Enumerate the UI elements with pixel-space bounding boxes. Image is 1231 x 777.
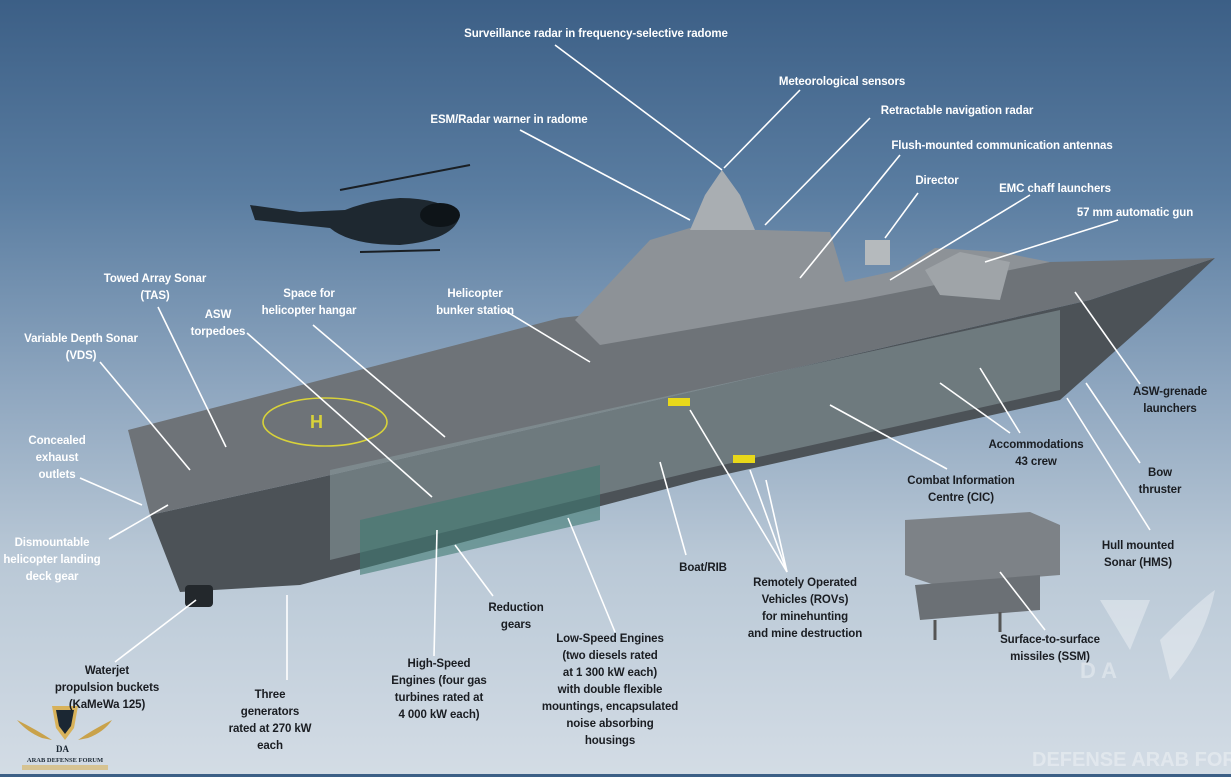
rov-1 [668, 398, 690, 406]
svg-text:D A: D A [1080, 658, 1117, 683]
leader-lines [79, 44, 1151, 680]
label-landing-gear: Dismountable helicopter landing deck gea… [3, 537, 101, 583]
label-generators: Three generators rated at 270 kW each [228, 689, 312, 752]
label-meteorological-sensors: Meteorological sensors [778, 76, 906, 88]
label-high-speed-engines: High-Speed Engines (four gas turbines ra… [391, 658, 487, 721]
gun-turret [925, 252, 1010, 300]
director [865, 240, 890, 265]
svg-text:DEFENSE ARAB FORUM: DEFENSE ARAB FORUM [1032, 749, 1231, 771]
defense-arab-forum-watermark: D A DEFENSE ARAB FORUM [1032, 590, 1231, 771]
label-antennas: Flush-mounted communication antennas [891, 140, 1113, 152]
label-bunker-station: Helicopter bunker station [436, 288, 514, 317]
label-hangar: Space for helicopter hangar [261, 288, 357, 317]
helipad-marking: H [310, 412, 323, 432]
helipad-circle [262, 397, 388, 447]
label-hms: Hull mounted Sonar (HMS) [1101, 540, 1175, 569]
superstructure [575, 228, 1050, 345]
label-tas: Towed Array Sonar (TAS) [103, 273, 207, 302]
label-low-speed-engines: Low-Speed Engines (two diesels rated at … [541, 633, 679, 747]
arab-defense-forum-logo: DA ARAB DEFENSE FORUM [12, 700, 118, 772]
label-reduction-gears: Reduction gears [488, 602, 544, 631]
label-bow-thruster: Bow thruster [1138, 467, 1182, 496]
label-vds: Variable Depth Sonar (VDS) [24, 333, 138, 362]
waterjet [185, 585, 213, 607]
label-esm: ESM/Radar warner in radome [430, 114, 588, 126]
svg-text:DA: DA [56, 744, 69, 754]
label-ssm: Surface-to-surface missiles (SSM) [1000, 634, 1100, 663]
helicopter [250, 164, 471, 253]
label-director: Director [915, 175, 959, 187]
ssm-launcher [905, 512, 1060, 640]
radome [690, 170, 755, 230]
label-cic: Combat Information Centre (CIC) [907, 475, 1015, 504]
label-chaff-launchers: EMC chaff launchers [999, 183, 1111, 195]
label-rovs: Remotely Operated Vehicles (ROVs) for mi… [747, 577, 863, 640]
label-exhaust-outlets: Concealed exhaust outlets [28, 435, 86, 481]
rov-2 [733, 455, 755, 463]
label-boat-rib: Boat/RIB [679, 562, 727, 574]
label-grenade-launchers: ASW-grenade launchers [1132, 386, 1208, 415]
label-accommodations: Accommodations 43 crew [988, 439, 1084, 468]
engine-room [360, 465, 600, 575]
label-surveillance-radar: Surveillance radar in frequency-selectiv… [464, 28, 728, 40]
deck [128, 258, 1215, 515]
label-navigation-radar: Retractable navigation radar [880, 105, 1034, 117]
label-gun: 57 mm automatic gun [1076, 207, 1194, 219]
label-torpedoes: ASW torpedoes [190, 309, 246, 338]
label-waterjet: Waterjet propulsion buckets (KaMeWa 125) [54, 665, 160, 711]
svg-text:ARAB DEFENSE FORUM: ARAB DEFENSE FORUM [27, 757, 103, 764]
